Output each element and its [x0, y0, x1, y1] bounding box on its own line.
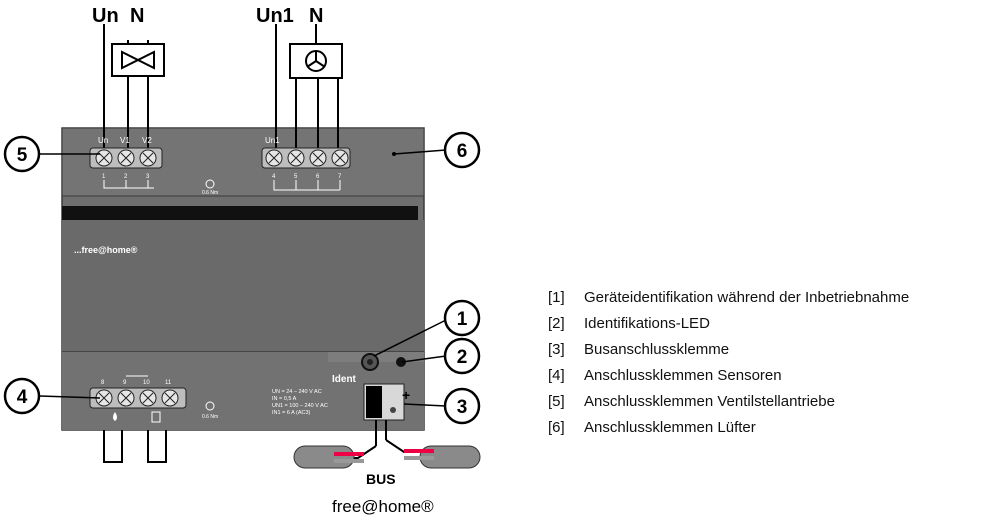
legend-number: [2] [548, 315, 565, 332]
spec-line-3: UN1 = 100 – 240 V AC [272, 403, 328, 409]
legend: [1] Geräteidentifikation während der Inbe… [548, 288, 909, 444]
legend-item: [3] Busanschlussklemme [548, 340, 909, 366]
legend-item: [6] Anschlussklemmen Lüfter [548, 418, 909, 444]
device-brand: ...free@home® [74, 245, 138, 255]
term-num-8: 8 [101, 380, 105, 386]
legend-item: [4] Anschlussklemmen Sensoren [548, 366, 909, 392]
ident-label: Ident [332, 374, 357, 385]
svg-text:+: + [402, 387, 410, 403]
callout-3: 3 [443, 387, 481, 425]
torque-icon [205, 179, 215, 189]
sensor-wiring [103, 430, 167, 463]
term-num-6: 6 [316, 174, 320, 180]
legend-text: Geräteidentifikation während der Inbetri… [584, 289, 910, 306]
svg-text:6: 6 [457, 141, 468, 162]
term-num-4: 4 [272, 174, 276, 180]
terminal-block-sensors [89, 387, 187, 409]
term-label-un1: Un1 [265, 136, 280, 145]
terminal-block-fan [261, 147, 351, 169]
triac-symbol-icon [103, 180, 154, 189]
label-un1: Un1 [256, 5, 294, 27]
water-drop-icon [113, 412, 117, 421]
bus-label: BUS [366, 471, 396, 487]
term-num-9: 9 [123, 380, 127, 386]
svg-text:5: 5 [17, 145, 28, 166]
label-n-right: N [309, 5, 323, 27]
window-contact-icon [151, 411, 161, 423]
valve-icon [121, 50, 155, 70]
term-label-v2: V2 [142, 136, 152, 145]
spec-line-1: UN = 24 – 240 V AC [272, 389, 322, 395]
ident-button[interactable] [361, 353, 379, 371]
bottom-brand: free@home® [332, 497, 434, 516]
fan-icon [305, 50, 327, 72]
legend-number: [5] [548, 393, 565, 410]
ident-led [396, 357, 406, 367]
term-num-11: 11 [165, 380, 172, 386]
callout-2: 2 [443, 337, 481, 375]
term-num-3: 3 [146, 174, 150, 180]
label-n-left: N [130, 5, 144, 27]
legend-number: [1] [548, 289, 565, 306]
label-un: Un [92, 5, 119, 27]
terminal-block-valves [89, 147, 163, 169]
torque-bottom: 0.6 Nm [202, 414, 218, 420]
legend-text: Anschlussklemmen Sensoren [584, 367, 782, 384]
callout-4: 4 [3, 377, 41, 415]
svg-text:3: 3 [457, 397, 468, 418]
term-label-v1: V1 [120, 136, 130, 145]
term-num-5: 5 [294, 174, 298, 180]
legend-item: [2] Identifikations-LED [548, 314, 909, 340]
bus-cable-right-icon [404, 445, 481, 469]
torque-top: 0.6 Nm [202, 190, 218, 196]
term-num-1: 1 [102, 174, 106, 180]
bus-terminal: + [363, 383, 410, 421]
callout-6: 6 [443, 131, 481, 169]
term-num-2: 2 [124, 174, 128, 180]
term-label-un: Un [98, 136, 108, 145]
svg-text:1: 1 [457, 309, 468, 330]
legend-number: [4] [548, 367, 565, 384]
torque-icon-bottom [205, 401, 215, 411]
relay-symbol-icon [273, 180, 341, 191]
legend-item: [5] Anschlussklemmen Ventilstellantriebe [548, 392, 909, 418]
term-num-10: 10 [143, 380, 150, 386]
callout-1: 1 [443, 299, 481, 337]
svg-text:4: 4 [17, 387, 28, 408]
bus-cable-left-icon [293, 445, 364, 469]
callout-leaders [39, 149, 447, 407]
term-num-7: 7 [338, 174, 342, 180]
legend-text: Identifikations-LED [584, 315, 710, 332]
spec-line-2: IN = 0,5 A [272, 396, 297, 402]
spec-line-4: IN1 = 6 A (AC3) [272, 410, 311, 416]
callout-5: 5 [3, 135, 41, 173]
legend-text: Busanschlussklemme [584, 341, 730, 358]
legend-text: Anschlussklemmen Lüfter [584, 419, 756, 436]
legend-number: [6] [548, 419, 565, 436]
legend-number: [3] [548, 341, 565, 358]
legend-item: [1] Geräteidentifikation während der Inbe… [548, 288, 909, 314]
svg-text:2: 2 [457, 347, 468, 368]
legend-text: Anschlussklemmen Ventilstellantriebe [584, 393, 835, 410]
